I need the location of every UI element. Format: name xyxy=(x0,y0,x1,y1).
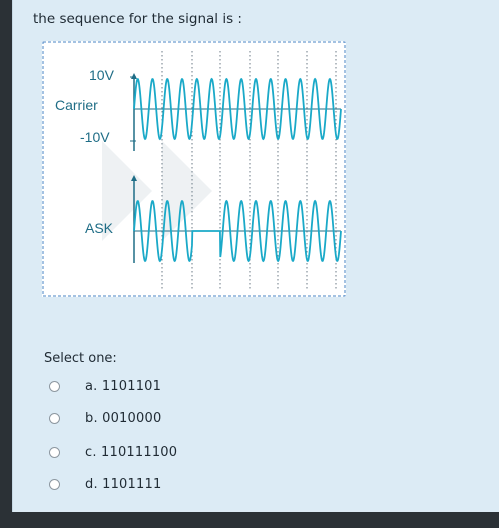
select-one-label: Select one: xyxy=(44,351,117,366)
option-d[interactable]: d. 1101111 xyxy=(49,474,161,494)
radio-button[interactable] xyxy=(49,380,60,392)
plus-10v-label: 10V xyxy=(89,67,114,83)
watermark-shape xyxy=(162,141,212,241)
watermark-shape xyxy=(102,141,152,241)
option-label: a. 1101101 xyxy=(85,378,162,394)
radio-button[interactable] xyxy=(49,446,60,458)
option-label: b. 0010000 xyxy=(85,410,162,426)
ask-label: ASK xyxy=(85,220,114,236)
carrier-wave xyxy=(133,77,342,141)
minus-10v-label: -10V xyxy=(80,129,110,145)
bottom-bar xyxy=(0,512,499,528)
ask-axis-arrow xyxy=(131,175,137,181)
carrier-label: Carrier xyxy=(55,97,98,113)
waveform-diagram xyxy=(42,41,346,297)
option-c[interactable]: c. 110111100 xyxy=(49,442,177,462)
radio-button[interactable] xyxy=(49,412,60,424)
question-panel: the sequence for the signal is : 10V Car… xyxy=(12,0,499,512)
ask-waveform-figure: 10V Carrier -10V ASK xyxy=(42,41,346,297)
radio-button[interactable] xyxy=(49,478,60,490)
option-a[interactable]: a. 1101101 xyxy=(49,376,161,396)
figure-border xyxy=(42,41,346,297)
option-label: c. 110111100 xyxy=(85,444,178,460)
ask-wave xyxy=(133,199,342,263)
carrier-axis-arrow xyxy=(131,73,137,79)
option-label: d. 1101111 xyxy=(85,476,162,492)
option-b[interactable]: b. 0010000 xyxy=(49,408,161,428)
question-text: the sequence for the signal is : xyxy=(33,11,242,27)
